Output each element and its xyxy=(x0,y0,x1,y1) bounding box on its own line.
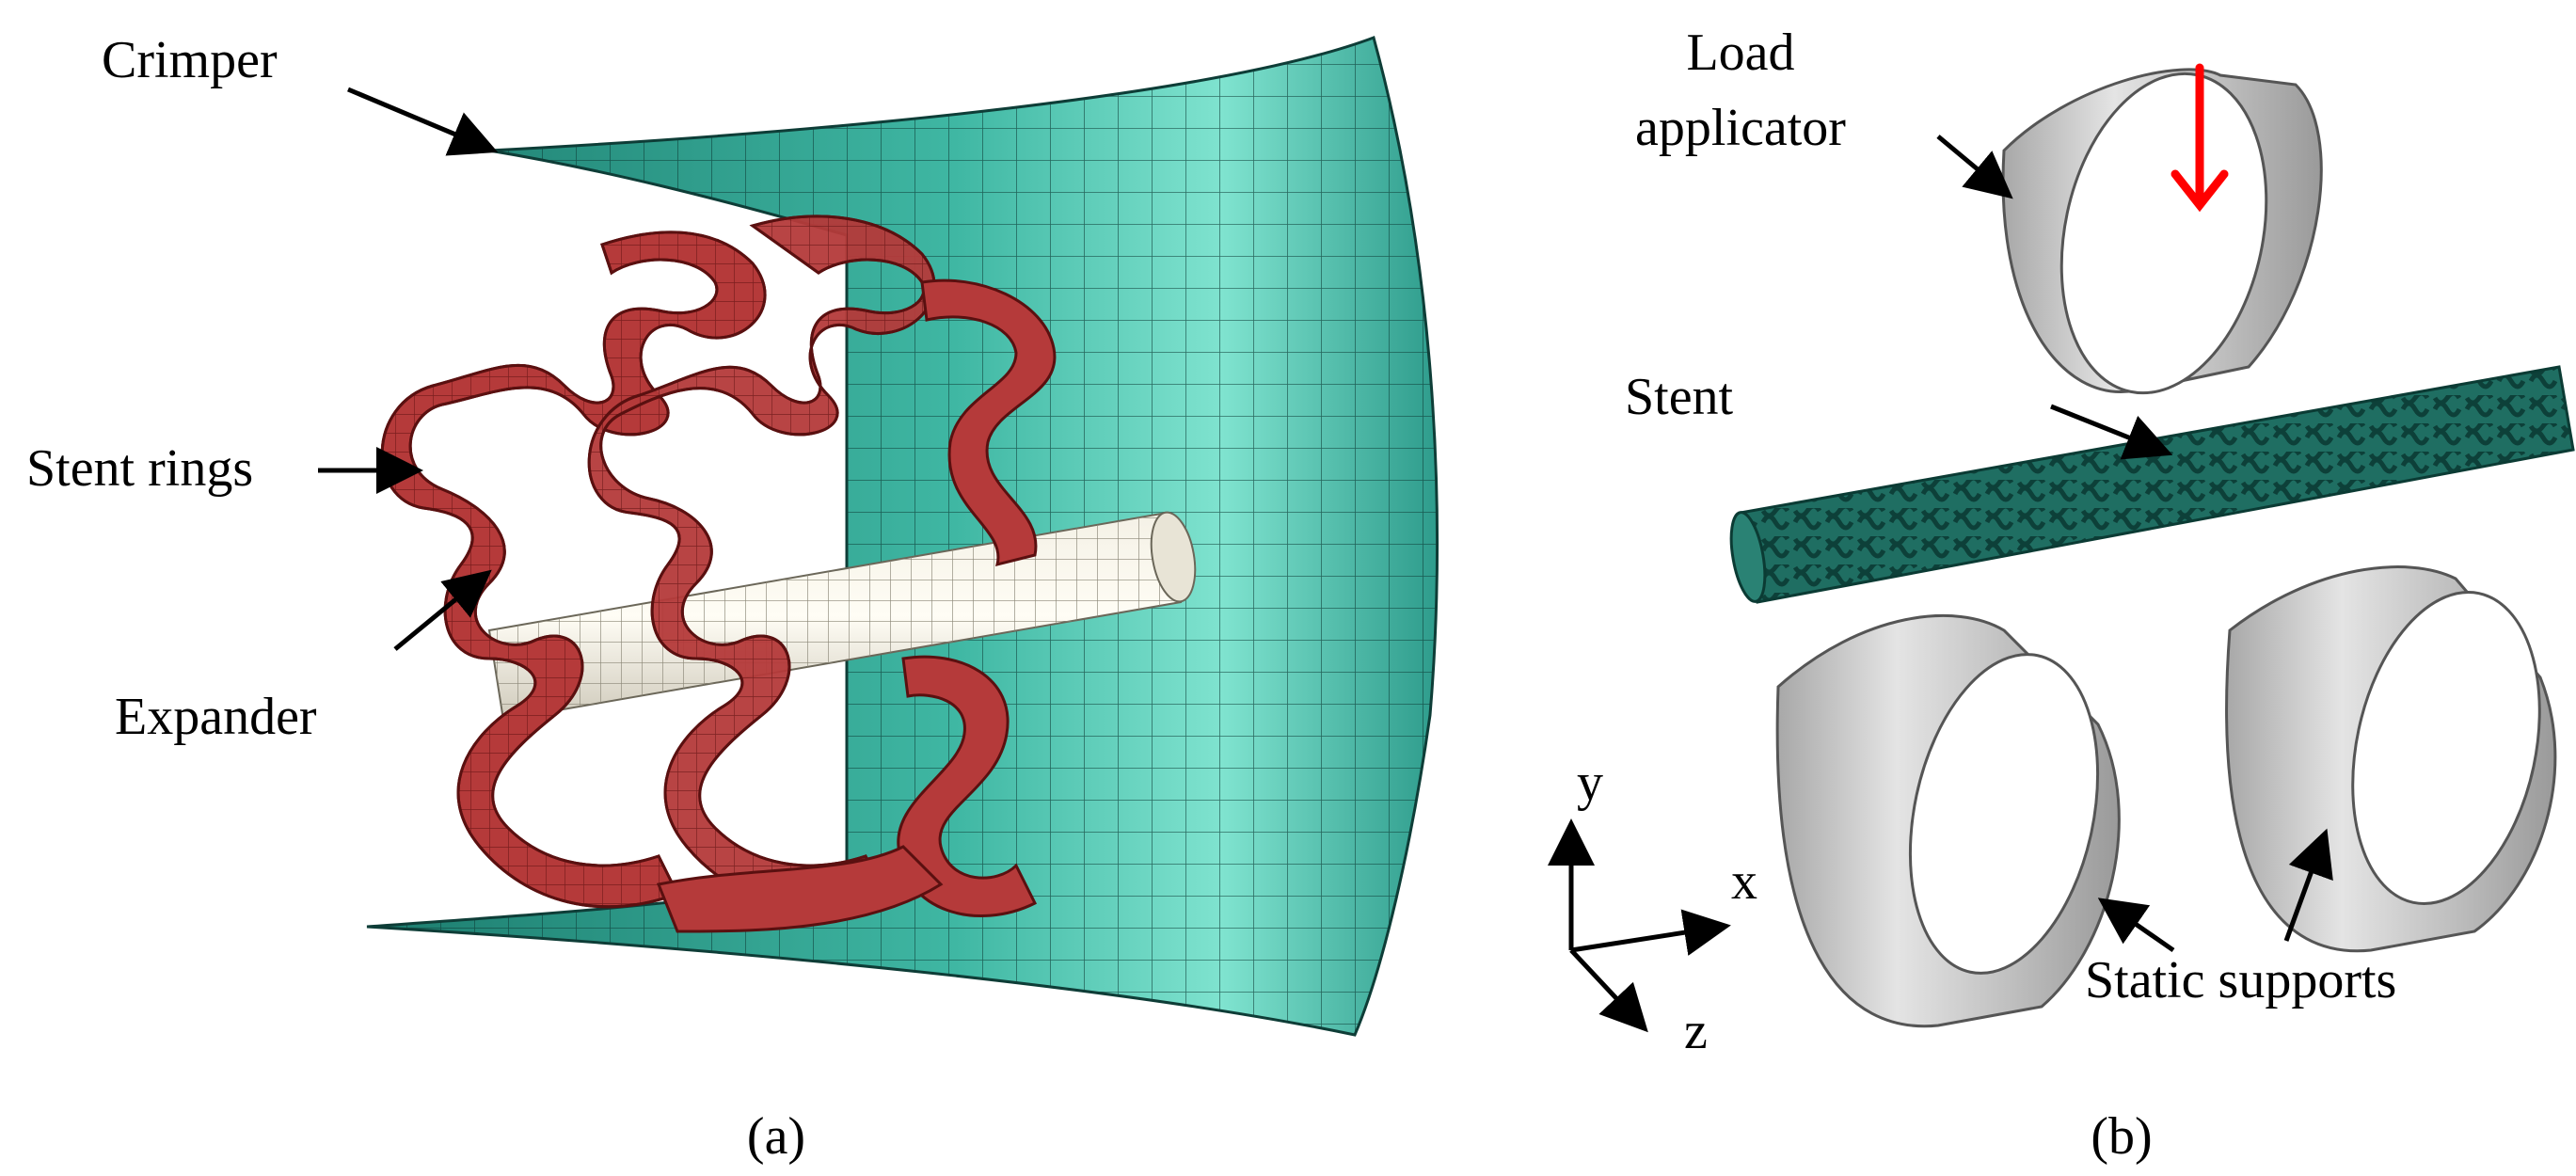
panel-a-illustration xyxy=(366,36,1439,1037)
crimper-label: Crimper xyxy=(102,31,278,89)
expander-label: Expander xyxy=(115,688,317,746)
load-applicator-ring xyxy=(2001,68,2323,395)
panel-b-caption: (b) xyxy=(2091,1107,2153,1166)
z-axis-arrow xyxy=(1569,948,1648,1033)
expander-tube xyxy=(487,511,1197,722)
load-applicator-arrow xyxy=(1936,135,2013,199)
expander-arrow xyxy=(393,569,492,651)
load-applicator-label-line2: applicator xyxy=(1635,99,1846,157)
static-support-left-arrow xyxy=(2097,898,2175,953)
panel-a-caption: (a) xyxy=(746,1107,806,1166)
z-axis-label: z xyxy=(1684,1002,1708,1060)
static-supports-label: Static supports xyxy=(2085,951,2397,1009)
stent-rings xyxy=(380,215,1057,933)
stent-rings-label: Stent rings xyxy=(26,439,254,498)
x-axis-arrow xyxy=(1570,909,1731,956)
stent-tube xyxy=(1729,365,2575,604)
y-axis-label: y xyxy=(1577,754,1603,812)
panel-b-arrows xyxy=(1936,135,2333,953)
crimper-arrow xyxy=(347,87,499,156)
stent-arrow xyxy=(2050,404,2173,460)
static-support-right-arrow xyxy=(2283,828,2333,942)
coordinate-axes xyxy=(1548,818,1731,1033)
stent-label: Stent xyxy=(1625,368,1734,426)
static-support-right xyxy=(2225,565,2557,953)
load-applicator-label-line1: Load xyxy=(1686,24,1795,82)
panel-a-arrows xyxy=(318,87,499,651)
load-arrow-icon xyxy=(2171,63,2229,213)
panel-b-illustration xyxy=(1729,63,2575,1028)
x-axis-label: x xyxy=(1731,852,1757,911)
static-support-left xyxy=(1775,614,2121,1028)
